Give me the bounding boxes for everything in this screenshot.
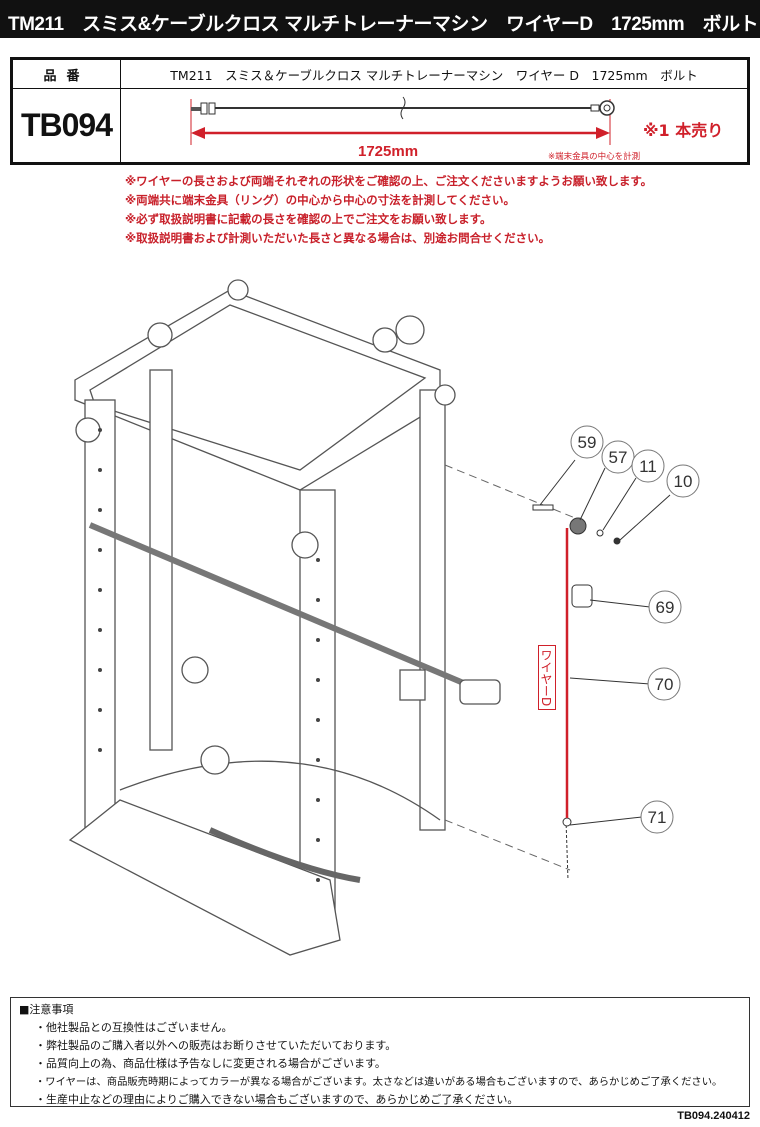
product-table: 品番 TM211 スミス＆ケーブルクロス マルチトレーナーマシン ワイヤー D … (10, 57, 750, 165)
order-note: ※両端共に端末金具（リング）の中心から中心の寸法を計測してください。 (125, 193, 515, 207)
machine-diagram: 59 57 11 10 69 70 71 (68, 279, 700, 956)
order-notes: ※ワイヤーの長さおよび両端それぞれの形状をご確認の上、ご注文くださいますようお願… (125, 172, 652, 248)
caution-item: ・生産中止などの理由によりご購入できない場合もございますので、あらかじめご了承く… (35, 1093, 519, 1106)
part-callout-69: 69 (656, 598, 675, 617)
part-code: TB094 (20, 107, 113, 143)
part-number-label: 品番 (43, 68, 90, 84)
table-body-row: TB094 1725mm ※1 本売り ※端末金具の中心を計測 (13, 89, 747, 162)
caution-item: ・ワイヤーは、商品販売時期によってカラーが異なる場合がございます。太さなどは違い… (35, 1076, 723, 1088)
caution-item: ・品質向上の為、商品仕様は予告なしに変更される場合がございます。 (35, 1057, 386, 1070)
sold-individually-note: ※1 本売り (643, 121, 724, 140)
caution-item: ・他社製品との互換性はございません。 (35, 1021, 233, 1034)
document-code: TB094.240412 (677, 1110, 750, 1122)
page-title: TM211 スミス&ケーブルクロス マルチトレーナーマシン ワイヤーD 1725… (0, 0, 760, 38)
table-header-row: 品番 TM211 スミス＆ケーブルクロス マルチトレーナーマシン ワイヤー D … (13, 60, 747, 89)
caution-item: ・弊社製品のご購入者以外への販売はお断りさせていただいております。 (35, 1039, 397, 1052)
part-callout-70: 70 (655, 675, 674, 694)
part-callout-71: 71 (648, 808, 667, 827)
part-callout-57: 57 (609, 448, 628, 467)
part-callout-59: 59 (578, 433, 597, 452)
wire-illustration (190, 96, 615, 145)
part-callout-11: 11 (639, 457, 657, 476)
order-note: ※取扱説明書および計測いただいた長さと異なる場合は、別途お問合せください。 (125, 231, 551, 245)
caution-heading: ■注意事項 (19, 1003, 74, 1016)
order-note: ※ワイヤーの長さおよび両端それぞれの形状をご確認の上、ご注文くださいますようお願… (125, 174, 653, 188)
part-callout-10: 10 (674, 472, 693, 491)
product-name: TM211 スミス＆ケーブルクロス マルチトレーナーマシン ワイヤー D 172… (170, 68, 698, 83)
wire-d-label: ワイヤーD (538, 645, 556, 711)
order-note: ※必ず取扱説明書に記載の長さを確認の上でご注文をお願い致します。 (125, 212, 492, 226)
measurement-note: ※端末金具の中心を計測 (548, 152, 641, 162)
wire-length: 1725mm (358, 143, 419, 160)
caution-box: ■注意事項 ・他社製品との互換性はございません。 ・弊社製品のご購入者以外への販… (10, 997, 750, 1107)
